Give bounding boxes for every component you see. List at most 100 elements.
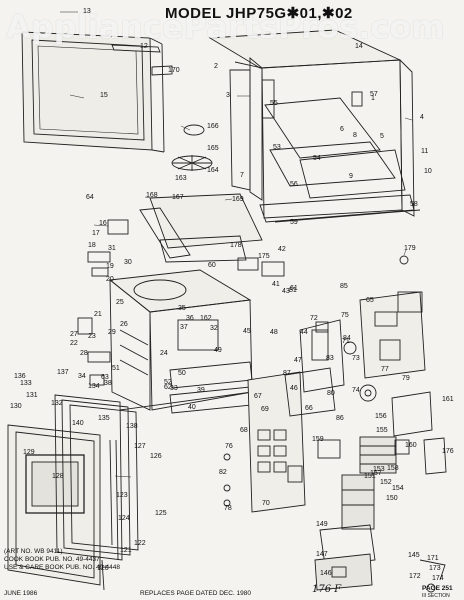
part-label-37: 37: [180, 324, 188, 331]
part-label-131: 131: [26, 392, 38, 399]
part-label-49: 49: [214, 347, 222, 354]
part-label-35: 35: [178, 305, 186, 312]
part-label-157: 157: [370, 470, 382, 477]
transformer: [341, 474, 375, 530]
part-label-128: 128: [52, 473, 64, 480]
part-label-40: 40: [188, 404, 196, 411]
handwritten-mark: 176 F: [312, 584, 342, 595]
part-label-48: 48: [270, 329, 278, 336]
part-label-72: 72: [310, 315, 318, 322]
part-label-82: 82: [219, 469, 227, 476]
part-label-38: 38: [104, 380, 112, 387]
part-label-13: 13: [83, 8, 91, 15]
part-label-50: 50: [178, 370, 186, 377]
control-panel: [247, 319, 345, 513]
part-label-151: 151: [364, 473, 376, 480]
base-plate: [259, 194, 421, 223]
part-label-15: 15: [100, 92, 108, 99]
replaces-note: REPLACES PAGE DATED DEC. 1980: [140, 590, 252, 597]
part-label-124: 124: [118, 515, 130, 522]
part-label-9: 9: [349, 173, 353, 180]
part-label-145: 145: [408, 552, 420, 559]
part-label-54: 54: [313, 155, 321, 162]
oven-cavity: [108, 269, 253, 414]
part-label-121: 121: [120, 547, 132, 554]
part-label-81: 81: [289, 287, 297, 294]
part-label-125: 125: [155, 510, 167, 517]
part-label-140: 140: [72, 420, 84, 427]
part-label-78: 78: [224, 505, 232, 512]
part-label-61: 61: [290, 285, 298, 292]
part-label-80: 80: [327, 390, 335, 397]
part-label-74: 74: [352, 387, 360, 394]
part-label-176: 176: [442, 448, 454, 455]
part-label-20: 20: [106, 276, 114, 283]
part-label-23: 23: [88, 333, 96, 340]
part-label-47: 47: [294, 357, 302, 364]
part-label-21: 21: [94, 311, 102, 318]
part-label-14: 14: [355, 43, 363, 50]
misc-hardware: [223, 255, 446, 593]
part-label-159: 159: [312, 436, 324, 443]
part-label-75: 75: [341, 312, 349, 319]
part-label-70: 70: [262, 500, 270, 507]
part-label-59: 59: [290, 219, 298, 226]
part-label-12: 12: [140, 43, 148, 50]
part-label-52: 52: [164, 379, 172, 386]
part-label-166: 166: [207, 123, 219, 130]
part-label-79: 79: [402, 375, 410, 382]
part-label-22: 22: [70, 340, 78, 347]
part-label-158: 158: [387, 465, 399, 472]
trim-strips: [111, 44, 173, 76]
part-label-132: 132: [51, 400, 63, 407]
part-label-172: 172: [409, 573, 421, 580]
part-label-3: 3: [226, 92, 230, 99]
part-label-155: 155: [376, 427, 388, 434]
part-label-67: 67: [254, 393, 262, 400]
part-label-5: 5: [380, 133, 384, 140]
part-label-36: 36: [186, 315, 194, 322]
part-label-4: 4: [420, 114, 424, 121]
part-label-58: 58: [410, 201, 418, 208]
outer-door-frame: [21, 31, 165, 153]
part-label-71: 71: [342, 338, 350, 345]
part-label-171: 171: [427, 555, 439, 562]
part-label-150: 150: [386, 495, 398, 502]
part-label-51: 51: [112, 365, 120, 372]
part-label-156: 156: [375, 413, 387, 420]
part-label-63: 63: [101, 374, 109, 381]
circuit-board: [359, 291, 426, 379]
part-label-18: 18: [88, 242, 96, 249]
part-label-68: 68: [240, 427, 248, 434]
part-label-173: 173: [429, 565, 441, 572]
part-label-11: 11: [421, 148, 428, 155]
part-label-31: 31: [108, 245, 116, 252]
part-label-41: 41: [272, 281, 280, 288]
part-label-32: 32: [210, 325, 218, 332]
part-label-167: 167: [172, 194, 184, 201]
part-label-60: 60: [208, 262, 216, 269]
part-label-165: 165: [207, 145, 219, 152]
part-label-29: 29: [108, 329, 116, 336]
part-label-42: 42: [278, 246, 286, 253]
use-care-note: USE & CARE BOOK PUB. NO. 49-4448: [4, 564, 120, 571]
part-label-24: 24: [160, 350, 168, 357]
part-label-6: 6: [340, 126, 344, 133]
part-label-10: 10: [424, 168, 432, 175]
part-label-66: 66: [305, 405, 313, 412]
part-label-162: 162: [200, 315, 212, 322]
part-label-126: 126: [150, 453, 162, 460]
cavity-side-parts: [77, 219, 129, 386]
waveguide-cover: [139, 193, 263, 263]
magnetron: [359, 436, 410, 474]
part-label-129: 129: [23, 449, 35, 456]
part-label-69: 69: [261, 406, 269, 413]
part-label-28: 28: [80, 350, 88, 357]
part-label-133: 133: [20, 380, 32, 387]
part-label-170: 170: [168, 67, 180, 74]
part-label-27: 27: [70, 331, 78, 338]
art-number: (ART NO. WB 9411): [4, 548, 63, 555]
